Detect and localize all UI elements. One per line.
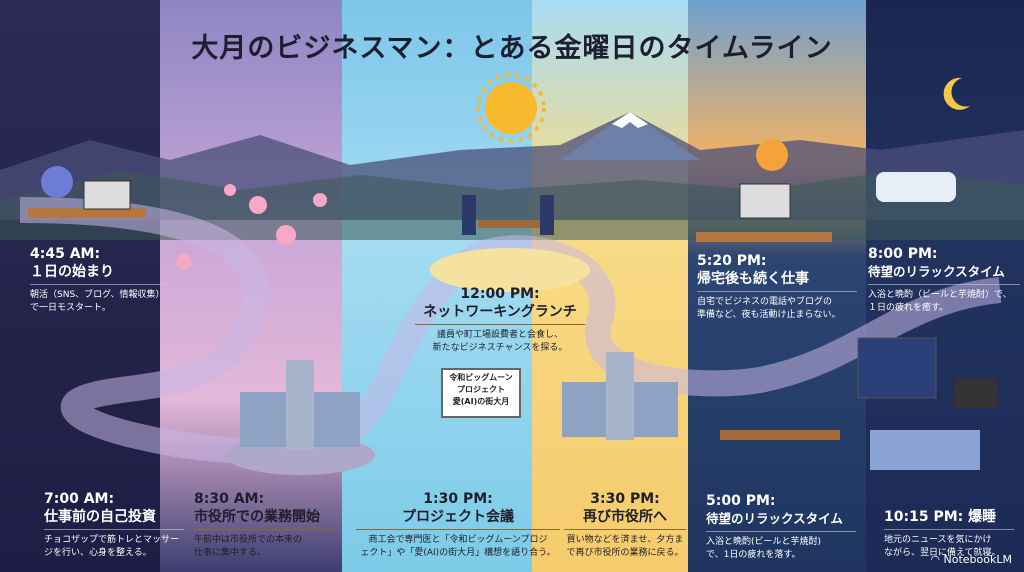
event-desc: ジを行い、心身を整える。 [44,548,152,558]
evening-panel [688,0,866,572]
event-1700: 5:00 PM: 待望のリラックスタイム 入浴と晩酌(ビールと芋焼酎) で、1日… [706,492,856,562]
event-time: 5:20 PM: [697,253,767,269]
event-heading: プロジェクト会議 [356,508,560,530]
event-desc: 新たなビジネスチャンスを探る。 [432,343,568,353]
bath-and-bed [857,172,998,470]
event-heading: 待望のリラックスタイム [868,263,1020,285]
event-desc: で一日モスタート。 [30,303,111,313]
event-desc: 商工会で専門医と「令和ビッグムーンプロジ [368,535,548,545]
board-line: 愛(AI)の街大月 [452,397,510,406]
moon-icon [943,77,970,110]
desk-icon [28,166,146,218]
event-heading: 爆睡 [968,509,997,525]
event-heading: 再び市役所へ [564,508,686,530]
event-heading: 待望のリラックスタイム [706,510,856,532]
event-heading: 帰宅後も続く仕事 [697,270,857,292]
event-time: 10:15 PM: [884,509,964,525]
cherry-blossoms [176,184,327,270]
event-time: 1:30 PM: [423,491,493,507]
event-desc: 午前中は市役所での本来の [194,535,303,545]
project-board: 令和ビッグムーン プロジェクト 愛(AI)の街大月 [441,368,521,418]
board-line: プロジェクト [457,385,505,394]
event-time: 8:00 PM: [868,246,938,262]
event-desc: ェクト」や「愛(AI)の街大月」構想を語り合う。 [360,548,556,558]
event-time: 5:00 PM: [706,493,776,509]
event-desc: で再び市役所の業務に戻る。 [566,548,684,558]
event-time: 8:30 AM: [194,491,265,507]
notebooklm-icon: ◠ [930,553,944,566]
page-title: 大月のビジネスマン：とある金曜日のタイムライン [191,33,833,64]
event-desc: 地元のニュースを気にかけ [884,535,992,545]
timeline-river [19,197,1002,465]
lunch-table [430,195,590,292]
event-desc: 自宅でビジネスの電話やブログの [697,297,833,307]
sunset-icon [756,139,788,171]
event-1530: 3:30 PM: 再び市役所へ 買い物などを済ませ、夕方ま で再び市役所の業務に… [564,490,686,560]
event-desc: １日の疲れを癒す。 [868,303,949,313]
event-2215: 10:15 PM: 爆睡 地元のニュースを気にかけ ながら、翌日に備えて就寝。 [884,508,1014,560]
event-heading: 市役所での業務開始 [194,508,334,530]
city-hall-right [562,352,678,440]
event-time: 12:00 PM: [460,286,540,302]
event-time: 3:30 PM: [590,491,660,507]
dawn-panel [0,0,160,572]
notebooklm-logo: ◠ NotebookLM [930,553,1012,566]
event-desc: で、1日の疲れを落す。 [706,550,801,560]
event-desc: チョコザップで筋トレとマッサー [44,535,180,545]
event-time: 7:00 AM: [44,491,115,507]
event-heading: １日の始まり [30,263,170,285]
event-desc: 仕事に集中する。 [194,548,267,558]
event-desc: ながら、翌日に備えて就寝。 [884,548,1001,558]
event-desc: 入浴と晩酌（ビールと芋焼酎）で、 [868,290,1012,300]
sun-icon [485,82,537,134]
alarm-clock-icon [41,166,73,198]
brand-label: NotebookLM [943,553,1012,566]
event-1200: 12:00 PM: ネットワーキングランチ 議員や町工場設費者と会食し、 新たな… [415,285,585,355]
event-time: 4:45 AM: [30,246,101,262]
event-desc: 朝活（SNS、ブログ、情報収集） [30,290,165,300]
home-desk [696,183,840,440]
event-heading: 仕事前の自己投資 [44,508,184,530]
event-desc: 議員や町工場設費者と会食し、 [436,330,563,340]
event-desc: 準備など、夜も活動け止まらない。 [697,310,841,320]
event-0700: 7:00 AM: 仕事前の自己投資 チョコザップで筋トレとマッサー ジを行い、心… [44,490,184,560]
board-line: 令和ビッグムーン [449,373,513,382]
event-2000: 8:00 PM: 待望のリラックスタイム 入浴と晩酌（ビールと芋焼酎）で、 １日… [868,245,1020,315]
event-desc: 買い物などを済ませ、夕方ま [566,535,684,545]
event-1330: 1:30 PM: プロジェクト会議 商工会で専門医と「令和ビッグムーンプロジ ェ… [356,490,560,560]
event-0830: 8:30 AM: 市役所での業務開始 午前中は市役所での本来の 仕事に集中する。 [194,490,334,560]
event-1720: 5:20 PM: 帰宅後も続く仕事 自宅でビジネスの電話やブログの 準備など、夜… [697,252,857,322]
event-heading: ネットワーキングランチ [415,303,585,325]
event-desc: 入浴と晩酌(ビールと芋焼酎) [706,537,822,547]
event-0445: 4:45 AM: １日の始まり 朝活（SNS、ブログ、情報収集） で一日モスター… [30,245,170,315]
city-hall-left [225,360,375,475]
